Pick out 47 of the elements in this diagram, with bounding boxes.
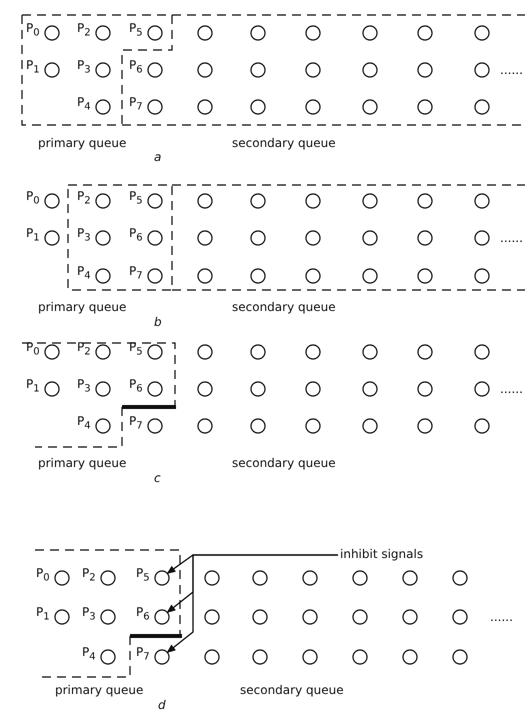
processor-label: P$_{2}$ xyxy=(77,21,91,40)
processor-label: P$_{5}$ xyxy=(136,566,150,586)
continuation-dots: ...... xyxy=(490,610,513,624)
processor-label: P$_{7}$ xyxy=(129,95,143,114)
queue-label: secondary queue xyxy=(232,300,336,314)
processor-label: P$_{4}$ xyxy=(82,645,96,664)
processor-label: P$_{1}$ xyxy=(36,605,50,624)
panel-caption: b xyxy=(154,315,162,329)
processor-label: P$_{6}$ xyxy=(129,58,143,78)
processor-label: P$_{2}$ xyxy=(82,566,96,586)
processor-label: P$_{1}$ xyxy=(26,58,40,78)
queue-label: secondary queue xyxy=(240,683,344,697)
panel-caption: a xyxy=(154,150,162,164)
queue-label: secondary queue xyxy=(232,456,336,470)
queue-label: primary queue xyxy=(55,683,144,697)
processor-label: P$_{5}$ xyxy=(129,189,143,208)
processor-label: P$_{0}$ xyxy=(36,566,50,586)
processor-label: P$_{6}$ xyxy=(129,377,143,396)
continuation-dots: ...... xyxy=(500,382,523,396)
processor-label: P$_{5}$ xyxy=(129,21,143,40)
processor-label: P$_{3}$ xyxy=(77,58,91,78)
panel-caption: c xyxy=(154,471,161,485)
panel-caption: d xyxy=(158,698,166,712)
processor-label: P$_{6}$ xyxy=(136,605,150,624)
leader-arrow xyxy=(166,554,338,654)
processor-label: P$_{2}$ xyxy=(77,189,91,208)
queue-label: secondary queue xyxy=(232,136,336,150)
processor-label: P$_{0}$ xyxy=(26,21,40,40)
processor-label: P$_{4}$ xyxy=(77,95,91,114)
continuation-dots: ...... xyxy=(500,231,523,245)
signal-label: inhibit signals xyxy=(340,547,424,561)
processor-label: P$_{3}$ xyxy=(77,226,91,246)
queue-label: primary queue xyxy=(38,456,126,470)
processor-label: P$_{3}$ xyxy=(82,605,96,624)
processor-label: P$_{7}$ xyxy=(136,645,150,664)
queue-label: primary queue xyxy=(38,300,126,314)
processor-label: P$_{7}$ xyxy=(129,264,143,284)
processor-label: P$_{4}$ xyxy=(77,414,91,434)
processor-label: P$_{1}$ xyxy=(26,226,40,246)
processor-label: P$_{4}$ xyxy=(77,264,91,284)
processor-label: P$_{3}$ xyxy=(77,377,91,396)
processor-label: P$_{0}$ xyxy=(26,189,40,208)
processor-label: P$_{6}$ xyxy=(129,226,143,246)
processor-label: P$_{7}$ xyxy=(129,414,143,434)
processor-label: P$_{1}$ xyxy=(26,377,40,396)
queue-label: primary queue xyxy=(38,136,126,150)
continuation-dots: ...... xyxy=(500,63,523,77)
